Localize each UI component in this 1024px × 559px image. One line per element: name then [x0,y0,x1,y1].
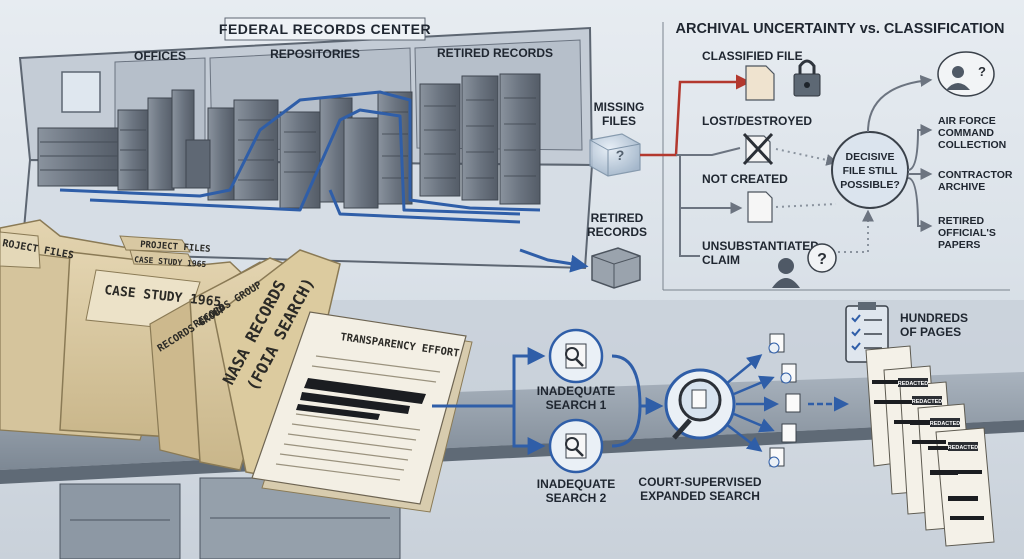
person-question-icon: ? [772,243,837,288]
retired-records-label-line2: RECORDS [587,225,647,239]
expanded-search-arrows [725,354,849,452]
repositories-label: REPOSITORIES [270,47,360,61]
inadequate-search-2-line2: SEARCH 2 [546,491,607,505]
uncertainty-title: ARCHIVAL UNCERTAINTY vs. CLASSIFICATION [676,21,1005,37]
lost-destroyed-label: LOST/DESTROYED [702,114,812,128]
retired-records-box [591,247,641,289]
court-search-line1: COURT-SUPERVISED [638,475,761,489]
contractor-label-line2: ARCHIVE [938,181,985,193]
missing-files-label-line1: MISSING [594,100,645,114]
decision-label-line1: DECISIVE [845,151,894,163]
classified-file-icon [745,59,821,101]
inadequate-search-2-line1: INADEQUATE [537,477,615,491]
redacted-stamp-1: REDACTED [898,381,929,387]
not-created-label: NOT CREATED [702,172,788,186]
court-search-line2: EXPANDED SEARCH [640,489,760,503]
transparency-document [251,311,473,513]
retired-papers-label-line2: OFFICIAL'S [938,227,996,239]
inadequate-search-2-icon [548,418,604,474]
question-icon: ? [616,147,625,163]
arrow-to-thought [867,74,933,133]
records-center-title: FEDERAL RECORDS CENTER [219,21,431,37]
retired-papers-label-line1: RETIRED [938,215,985,227]
records-track [59,90,541,224]
redacted-pages-stack [865,345,995,547]
svg-text:?: ? [978,64,986,79]
redacted-stamp-3: REDACTED [930,421,961,427]
folder-tab-project-files: PROJECT FILES [140,240,211,255]
air-force-label-line3: COLLECTION [938,139,1006,151]
decision-label-line2: FILE STILL [843,165,898,177]
uncertainty-branches [676,147,743,257]
hundreds-label-line2: OF PAGES [900,325,961,339]
dotted-connectors [775,148,874,253]
svg-text:?: ? [817,251,827,268]
not-created-icon [747,191,773,223]
offices-label: OFFICES [134,49,186,63]
thought-person-icon: ? [937,51,995,97]
classified-file-label: CLASSIFIED FILE [702,49,803,63]
retired-papers-label-line3: PAPERS [938,239,980,251]
contractor-label-line1: CONTRACTOR [938,169,1013,181]
inadequate-search-1-line1: INADEQUATE [537,384,615,398]
lost-destroyed-icon [742,132,774,166]
redacted-stamp-2: REDACTED [912,399,943,405]
retired-records-shelving [419,73,541,205]
missing-files-box: ? [589,133,641,177]
unsubstantiated-label-line2: CLAIM [702,253,740,267]
floor-conduit [519,248,589,273]
decision-label-line3: POSSIBLE? [840,179,900,191]
inadequate-search-1-line2: SEARCH 1 [546,398,607,412]
missing-files-label-line2: FILES [602,114,636,128]
folder-stack [0,219,341,481]
court-search-magnifier-icon [664,368,736,440]
inadequate-search-1-icon [548,328,604,384]
search-flow-arrows [432,347,664,455]
air-force-label-line1: AIR FORCE [938,115,996,127]
red-path-to-classified [640,74,751,157]
retired-records-section-label: RETIRED RECORDS [437,46,553,60]
retired-records-label-line1: RETIRED [591,211,644,225]
air-force-label-line2: COMMAND [938,127,994,139]
office-file-cabinets [37,89,195,191]
search-result-docs [768,333,801,468]
hundreds-label-line1: HUNDREDS [900,311,968,325]
outcome-bracket [907,124,933,232]
redacted-stamp-4: REDACTED [948,445,979,451]
unsubstantiated-label-line1: UNSUBSTANTIATED [702,239,819,253]
